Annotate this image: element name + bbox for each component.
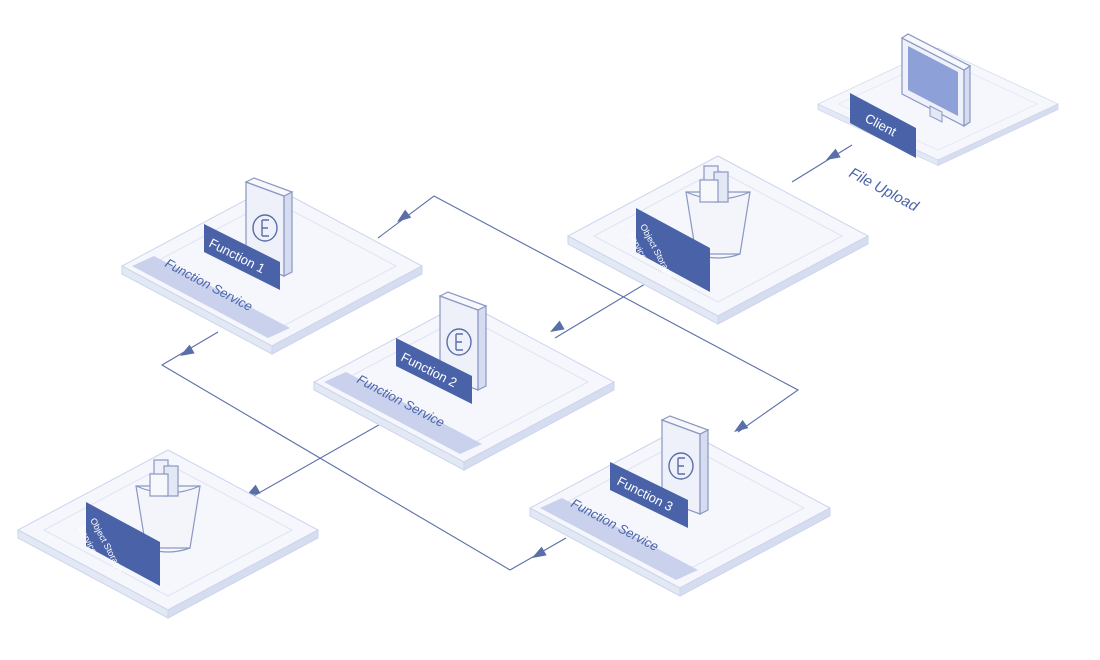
client-node: Client <box>817 33 1059 167</box>
monitor-icon <box>900 33 972 128</box>
arrowhead-client-storage <box>823 148 841 165</box>
file-upload-label: File Upload <box>846 165 922 216</box>
function3-node: Function 3 Function Service <box>529 415 831 597</box>
arrowhead-function3-bottom <box>529 546 547 563</box>
edge-storage-function2 <box>554 274 661 339</box>
function1-node: Function 1 Function Service <box>121 177 423 355</box>
storage-bottom-node: Object Storage Service <box>17 449 319 619</box>
arrowhead-function3 <box>731 419 749 437</box>
edge-function2-storage-bottom <box>249 421 385 499</box>
storage-top-node: Object Storage Service <box>567 155 869 325</box>
edge-client-storage <box>791 144 853 183</box>
function2-node: Function 2 Function Service <box>313 291 615 471</box>
